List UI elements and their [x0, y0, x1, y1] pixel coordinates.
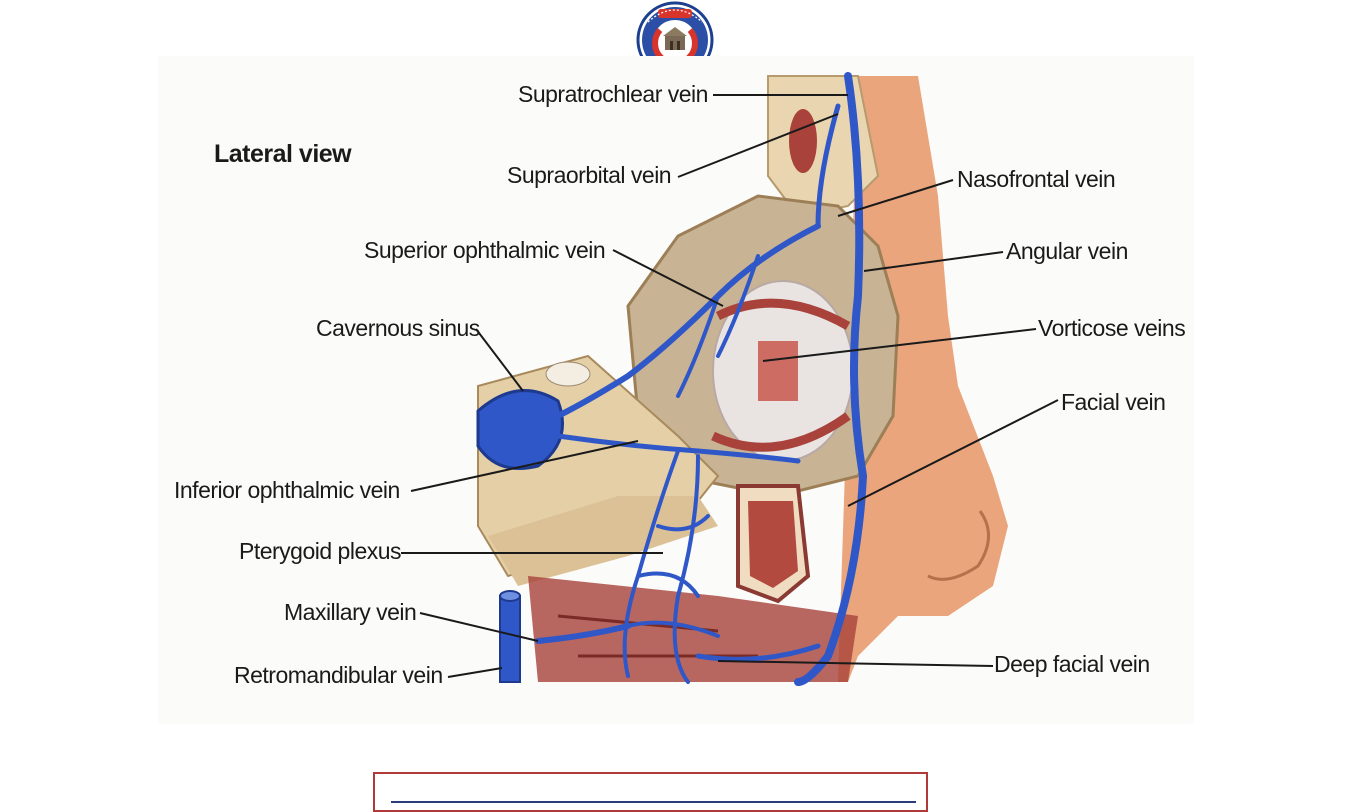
deep-facial-path [695, 643, 821, 662]
orbit-veins-illustration [401, 72, 1059, 686]
leader-inferior-ophthalmic [410, 440, 639, 492]
label-facial-vein: Facial vein [1061, 389, 1166, 415]
leader-retromandibular [447, 667, 503, 678]
label-maxillary-vein: Maxillary vein [284, 599, 417, 625]
view-title: Lateral view [214, 140, 352, 168]
footer-rule [391, 801, 916, 803]
label-deep-facial-vein: Deep facial vein [994, 651, 1150, 677]
retromandibular-tube [499, 595, 521, 683]
footer-box [373, 772, 928, 812]
leader-cavernous [475, 328, 524, 392]
leader-facial [847, 399, 1059, 507]
label-vorticose-veins: Vorticose veins [1038, 315, 1186, 341]
pterygoid-network [622, 449, 720, 684]
cavernous-sinus [476, 389, 564, 470]
anatomy-figure: Lateral view Supratrochlear vein Supraor… [158, 56, 1194, 724]
supraorbital-branch [815, 103, 841, 229]
leader-angular [863, 251, 1004, 272]
maxillary-path [535, 623, 631, 644]
label-supraorbital-vein: Supraorbital vein [507, 162, 672, 188]
inferior-ophthalmic-path [555, 433, 801, 464]
label-retromandibular-vein: Retromandibular vein [234, 662, 443, 688]
face-profile [838, 76, 1008, 682]
leader-deep-facial [717, 660, 994, 667]
label-angular-vein: Angular vein [1006, 238, 1128, 264]
leader-nasofrontal [837, 179, 954, 217]
leader-superior-ophthalmic [612, 249, 724, 307]
leader-vorticose [762, 328, 1037, 362]
superior-ophthalmic-path [555, 223, 821, 419]
label-cavernous-sinus: Cavernous sinus [316, 315, 480, 341]
label-nasofrontal-vein: Nasofrontal vein [957, 166, 1116, 192]
label-superior-ophthalmic-vein: Superior ophthalmic vein [364, 237, 606, 263]
angular-facial-vein [794, 72, 867, 686]
label-supratrochlear-vein: Supratrochlear vein [518, 81, 708, 107]
label-pterygoid-plexus: Pterygoid plexus [239, 538, 402, 564]
leader-lines [401, 94, 1059, 678]
vein-network [535, 72, 867, 686]
label-inferior-ophthalmic-vein: Inferior ophthalmic vein [174, 477, 400, 503]
leader-supraorbital [677, 113, 839, 178]
leader-maxillary [419, 612, 539, 642]
